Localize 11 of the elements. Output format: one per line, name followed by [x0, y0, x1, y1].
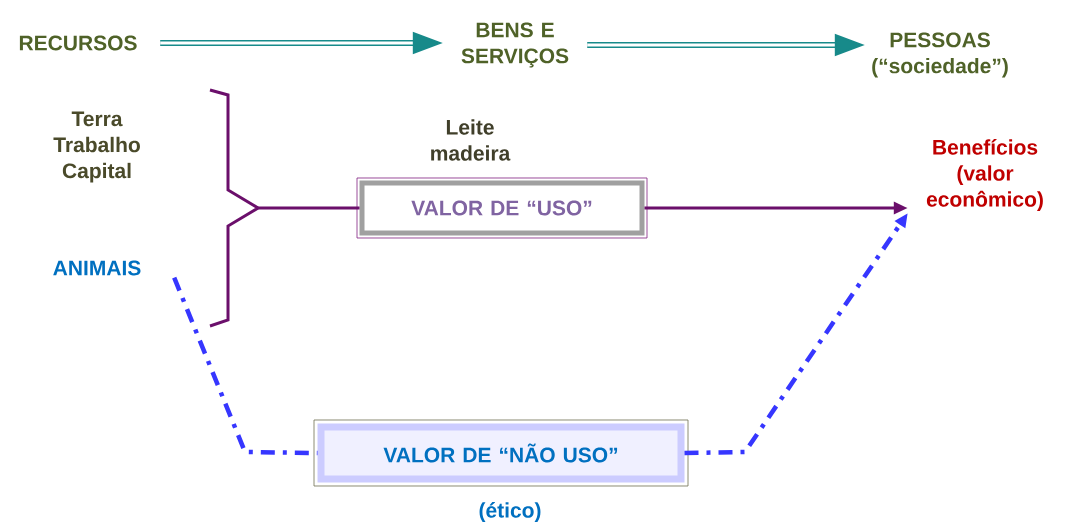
text-label: BENS E SERVIÇOS	[461, 22, 569, 68]
text-label: RECURSOS	[19, 35, 137, 51]
node-label: Leite madeira	[431, 119, 511, 161]
text-label: Benefícios (valor econômico)	[926, 139, 1043, 211]
node-label: (ético)	[479, 502, 541, 522]
bracket	[209, 88, 261, 328]
text-label: ANIMAIS	[53, 260, 141, 276]
value-box: VALOR DE “USO”	[356, 177, 648, 239]
text-label: Terra Trabalho Capital	[53, 111, 140, 183]
value-box: VALOR DE “NÃO USO”	[313, 419, 689, 487]
text-label: PESSOAS (“sociedade”)	[872, 32, 1008, 78]
